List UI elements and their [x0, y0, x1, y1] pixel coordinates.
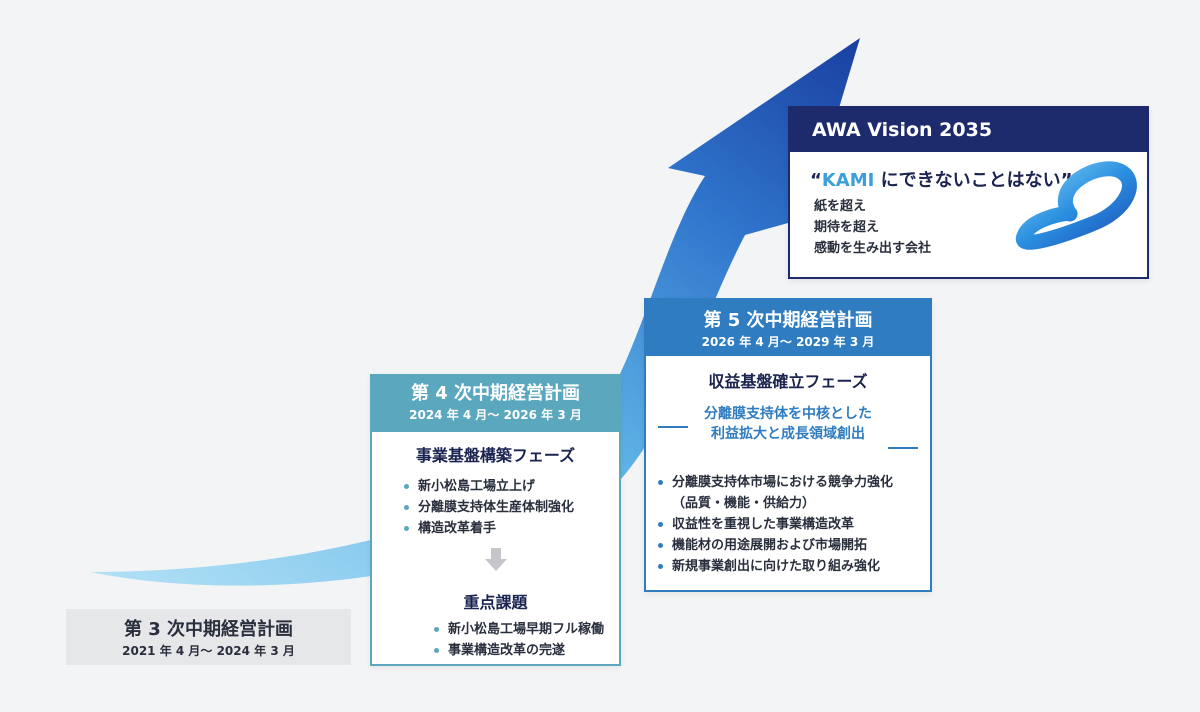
plan5-title: 第 5 次中期経営計画	[703, 310, 873, 331]
bullet-icon	[658, 480, 663, 485]
list-item-continuation: （品質・機能・供給力）	[672, 496, 816, 511]
vision-line: 期待を超え	[814, 220, 880, 235]
focus-line-2: 利益拡大と成長領域創出	[711, 426, 865, 442]
list-item: 分離膜支持体生産体制強化	[402, 497, 619, 518]
bullet-icon	[404, 526, 409, 531]
list-item: 機能材の用途展開および市場開拓	[656, 535, 930, 556]
list-item: 分離膜支持体市場における競争力強化	[656, 472, 930, 493]
list-item: 収益性を重視した事業構造改革	[656, 514, 930, 535]
focus-line-1: 分離膜支持体を中核とした	[704, 406, 872, 422]
vision-lines: 紙を超え 期待を超え 感動を生み出す会社	[814, 196, 931, 259]
plan5-period: 2026 年 4 月〜 2029 年 3 月	[701, 335, 875, 349]
plan4-period: 2024 年 4 月〜 2026 年 3 月	[409, 408, 582, 422]
vision-slogan: “KAMI にできないことはない”	[810, 170, 1073, 191]
list-item: 新規事業創出に向けた取り組み強化	[656, 556, 930, 577]
list-item: 新小松島工場立上げ	[402, 476, 619, 497]
plan4-box: 第 4 次中期経営計画 2024 年 4 月〜 2026 年 3 月 事業基盤構…	[370, 374, 621, 666]
bullet-icon	[404, 505, 409, 510]
plan5-focus: 分離膜支持体を中核とした 利益拡大と成長領域創出	[646, 404, 930, 458]
bullet-icon	[404, 484, 409, 489]
focus-line-right	[888, 447, 918, 449]
bullet-icon	[658, 522, 663, 527]
vision-line: 感動を生み出す会社	[814, 241, 932, 256]
list-item: 新小松島工場早期フル稼働	[432, 619, 604, 640]
plan5-header: 第 5 次中期経営計画 2026 年 4 月〜 2029 年 3 月	[646, 300, 930, 356]
plan3-box: 第 3 次中期経営計画 2021 年 4 月〜 2024 年 3 月	[66, 609, 351, 665]
plan4-item-list: 新小松島工場立上げ 分離膜支持体生産体制強化 構造改革着手	[402, 476, 619, 539]
bullet-icon	[658, 543, 663, 548]
bullet-icon	[658, 564, 663, 569]
vision-line: 紙を超え	[814, 199, 867, 214]
plan5-item-list: 分離膜支持体市場における競争力強化 （品質・機能・供給力） 収益性を重視した事業…	[656, 472, 930, 577]
plan4-key-title: 重点課題	[463, 593, 528, 612]
list-item: 構造改革着手	[402, 518, 619, 539]
plan4-key-list: 新小松島工場早期フル稼働 事業構造改革の完遂	[432, 619, 604, 661]
vision-box: AWA Vision 2035 “KAMI にできないことはない” 紙を超え 期…	[788, 106, 1149, 279]
plan3-period: 2021 年 4 月〜 2024 年 3 月	[122, 644, 295, 658]
down-arrow-icon	[485, 548, 507, 571]
infinity-logo-icon	[1015, 161, 1137, 250]
plan4-title: 第 4 次中期経営計画	[410, 383, 581, 404]
plan4-phase: 事業基盤構築フェーズ	[415, 446, 576, 465]
plan5-phase: 収益基盤確立フェーズ	[708, 372, 868, 391]
bullet-icon	[434, 648, 439, 653]
plan5-box: 第 5 次中期経営計画 2026 年 4 月〜 2029 年 3 月 収益基盤確…	[644, 298, 932, 592]
bullet-icon	[434, 627, 439, 632]
focus-line-left	[658, 426, 688, 428]
plan3-title: 第 3 次中期経営計画	[123, 619, 294, 640]
vision-title: AWA Vision 2035	[790, 108, 1147, 152]
plan4-header: 第 4 次中期経営計画 2024 年 4 月〜 2026 年 3 月	[372, 376, 619, 432]
list-item: 事業構造改革の完遂	[432, 640, 604, 661]
slogan-kami: KAMI	[821, 170, 875, 191]
